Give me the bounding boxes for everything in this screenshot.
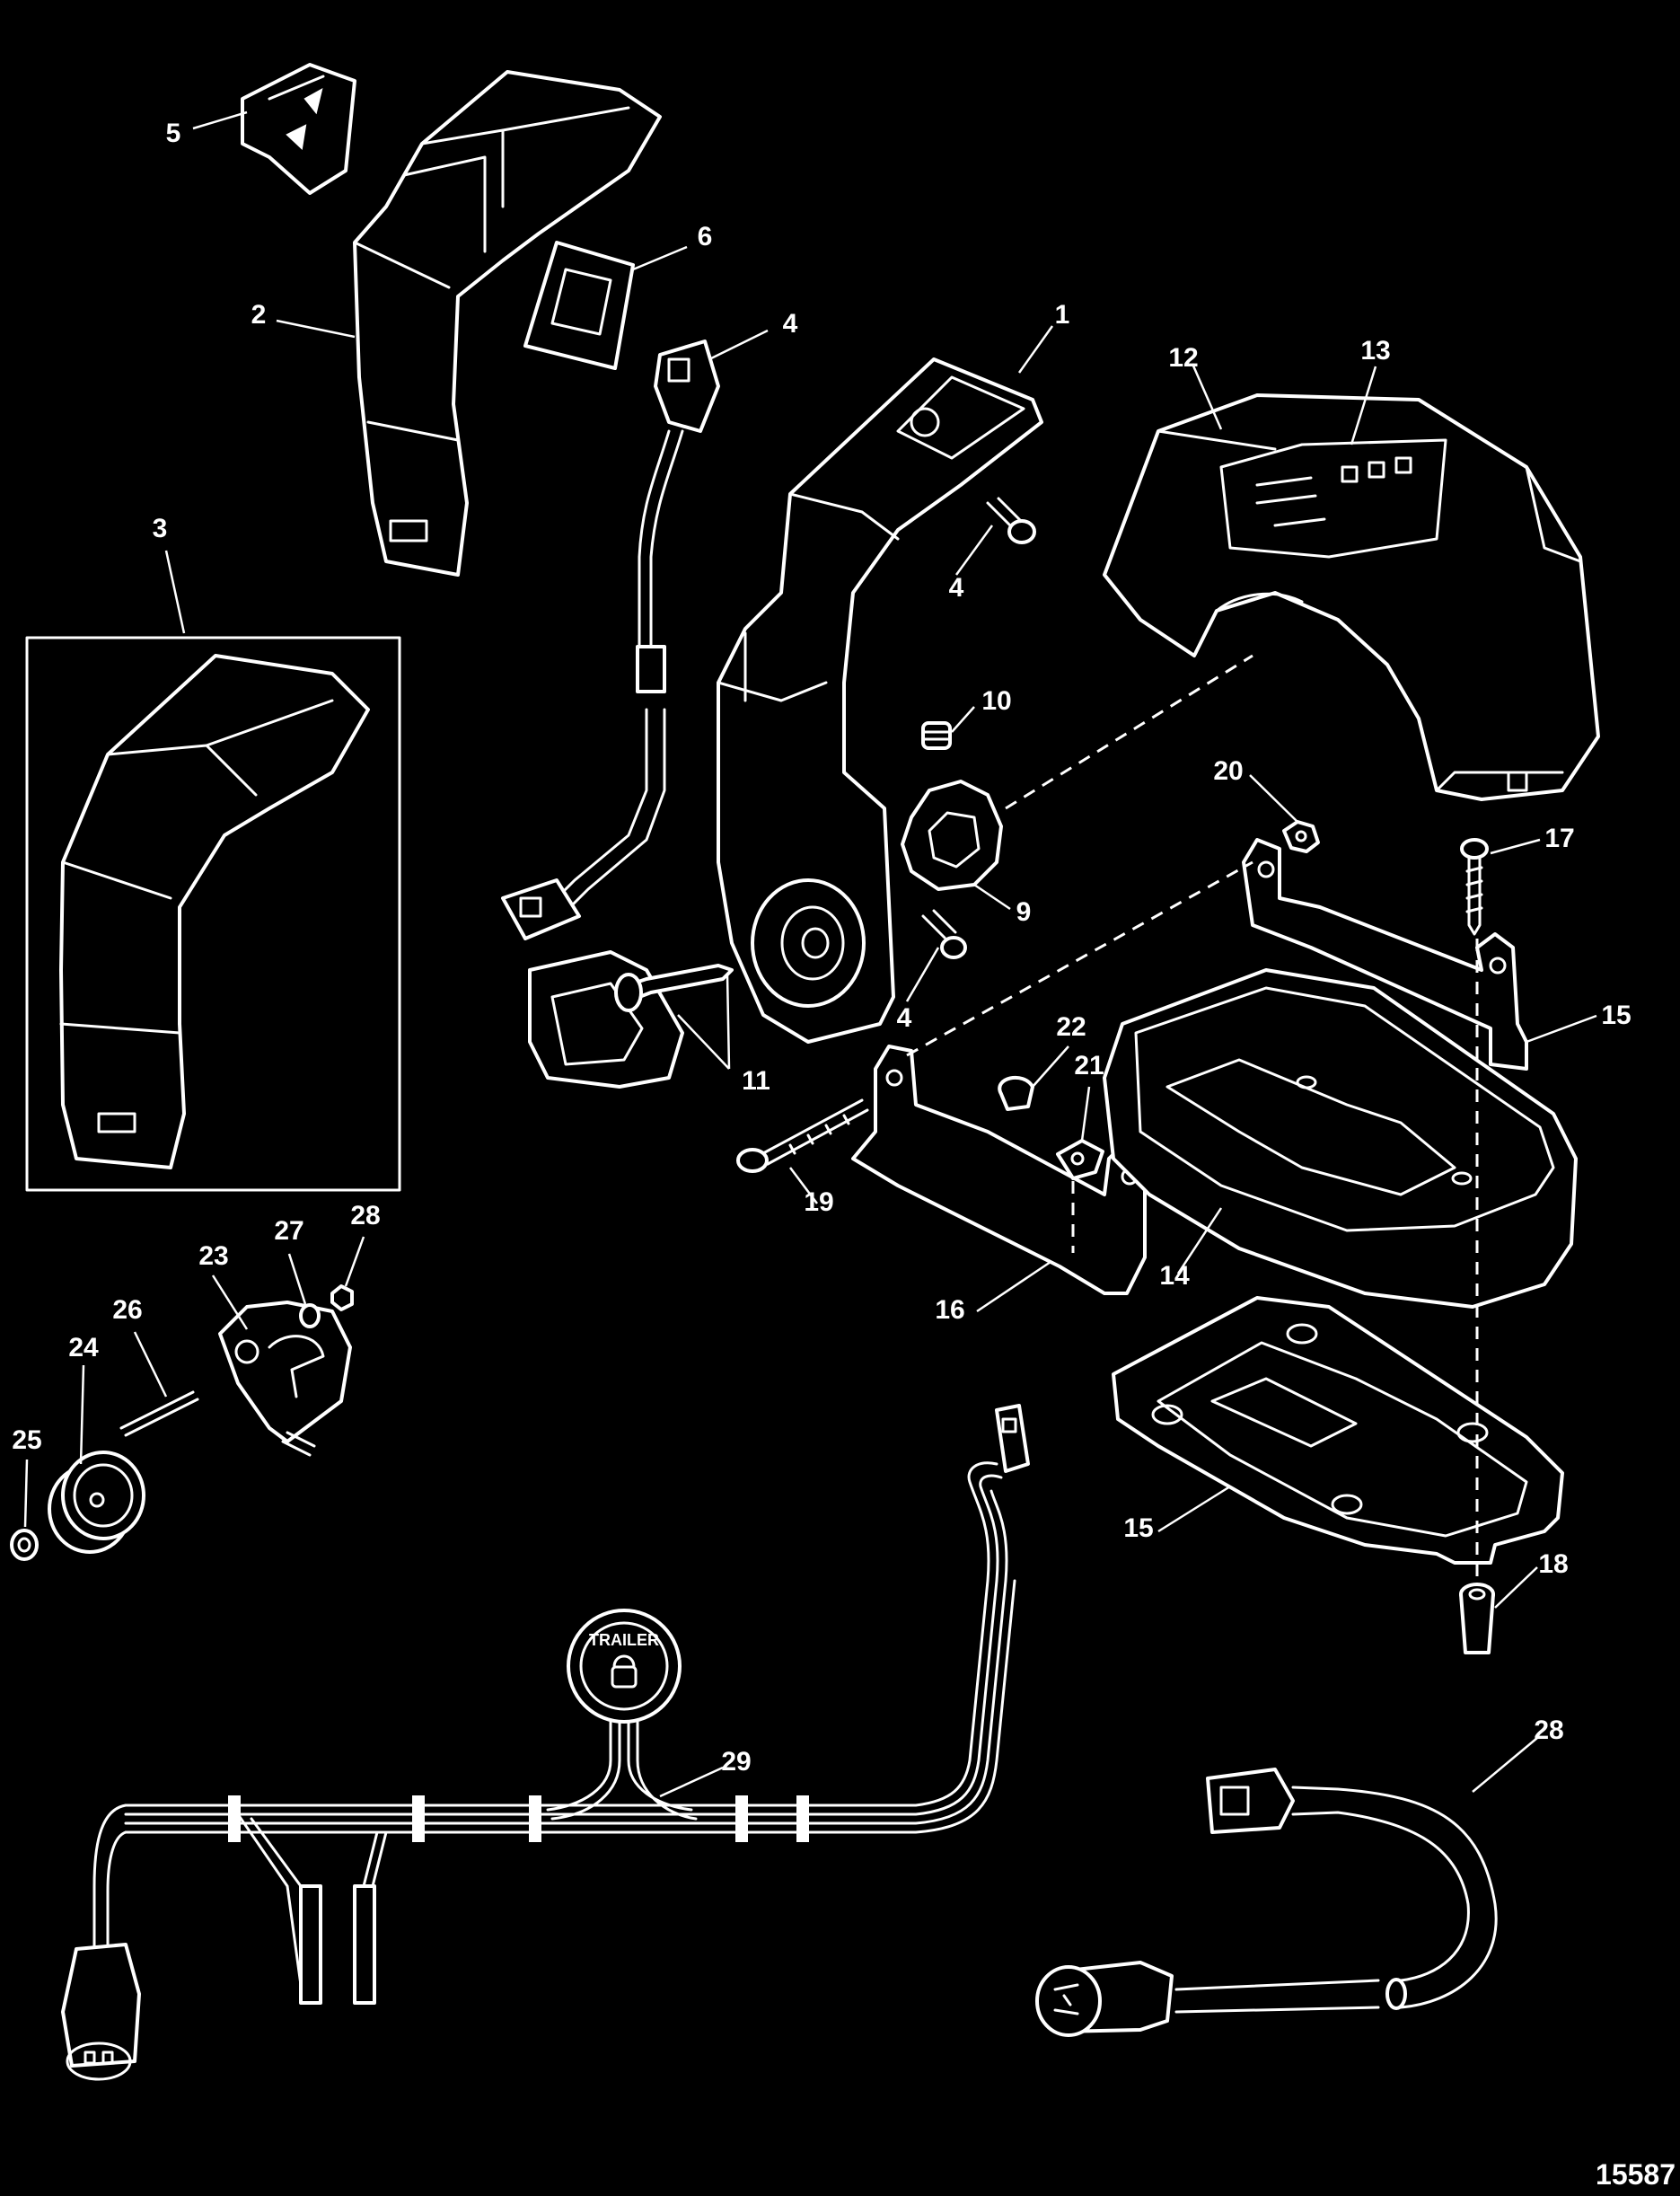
callout-8: 9 — [1016, 897, 1032, 927]
callout-15-right: 15 — [1601, 1001, 1631, 1030]
callout-1: 1 — [1055, 300, 1070, 330]
callout-9: 10 — [981, 686, 1011, 716]
part-13-lower-housing — [1103, 968, 1578, 1309]
part-15-bracket-right — [1242, 838, 1528, 1071]
callout-12: 13 — [1360, 336, 1390, 366]
part-8-retainer-ring — [901, 780, 1003, 891]
part-28-extension-harness — [1035, 1768, 1498, 2037]
part-17-bushing — [1459, 1583, 1495, 1654]
part-26-washer — [299, 1303, 321, 1328]
part-23-switch-knob — [48, 1451, 145, 1554]
part-29-harness-with-trailer-switch — [61, 1404, 1030, 2081]
callout-25: 26 — [112, 1295, 142, 1325]
callout-28: 28 — [1534, 1715, 1563, 1745]
part-21-cable-clip — [998, 1076, 1034, 1111]
callout-5: 4 — [783, 309, 798, 339]
callout-17: 18 — [1538, 1549, 1568, 1579]
callout-26: 27 — [274, 1216, 303, 1246]
part-3-cover-detail-box — [25, 636, 401, 1192]
callout-23: 24 — [68, 1333, 99, 1363]
callout-10: 11 — [742, 1066, 770, 1096]
trailer-button-label: TRAILER — [589, 1631, 659, 1649]
part-1-control-handle-housing — [717, 357, 1043, 1044]
callout-20: 21 — [1074, 1051, 1104, 1080]
callout-29: 29 — [721, 1747, 751, 1777]
part-7-decal — [523, 241, 635, 370]
callout-3: 3 — [153, 514, 168, 543]
part-24-nut — [10, 1529, 39, 1561]
callout-6: 5 — [166, 119, 181, 148]
callout-labels: 5 2 3 6 4 1 4 4 10 9 11 12 13 20 17 15 2… — [12, 119, 1631, 1777]
alignment-lines — [906, 654, 1479, 1585]
part-18-bolt — [736, 1098, 869, 1173]
part-15-bracket-left — [851, 1045, 1147, 1295]
callout-2: 2 — [251, 300, 267, 330]
callout-16: 17 — [1544, 824, 1574, 853]
callout-11: 12 — [1168, 343, 1198, 373]
callout-4-lower: 4 — [897, 1003, 912, 1033]
callout-21: 22 — [1056, 1012, 1086, 1042]
part-27-nut — [330, 1284, 354, 1311]
figure-number: 15587 — [1596, 2158, 1676, 2191]
callout-15-left: 16 — [935, 1295, 964, 1325]
part-11-housing-cover — [1103, 393, 1600, 801]
part-6-trim-button-cap — [241, 63, 356, 195]
callout-19: 20 — [1213, 756, 1243, 786]
part-12-decal — [1219, 438, 1447, 559]
part-19-nut — [1282, 820, 1320, 853]
part-4-screw-upper — [986, 497, 1036, 544]
part-2-handle-cover — [353, 70, 662, 577]
callout-22: 23 — [198, 1241, 228, 1271]
callout-13: 14 — [1159, 1261, 1190, 1291]
callout-7: 6 — [698, 222, 713, 251]
part-9-plug — [921, 721, 952, 750]
part-5-trim-switch-harness — [501, 340, 720, 940]
callout-18: 19 — [804, 1187, 833, 1217]
part-22-switch-body — [218, 1301, 352, 1457]
callout-24: 25 — [12, 1425, 41, 1455]
part-10-gasket-and-pin — [528, 950, 734, 1089]
callout-27: 28 — [350, 1201, 380, 1230]
callout-4-upper: 4 — [949, 573, 964, 603]
leader-lines — [23, 110, 1597, 1798]
part-16-screw — [1460, 838, 1489, 936]
part-14-base-gasket — [1112, 1296, 1564, 1565]
part-20-clamp — [1056, 1139, 1104, 1180]
part-4-screw-lower — [921, 909, 967, 959]
part-25-pin — [119, 1390, 199, 1437]
callout-14: 15 — [1123, 1513, 1153, 1543]
